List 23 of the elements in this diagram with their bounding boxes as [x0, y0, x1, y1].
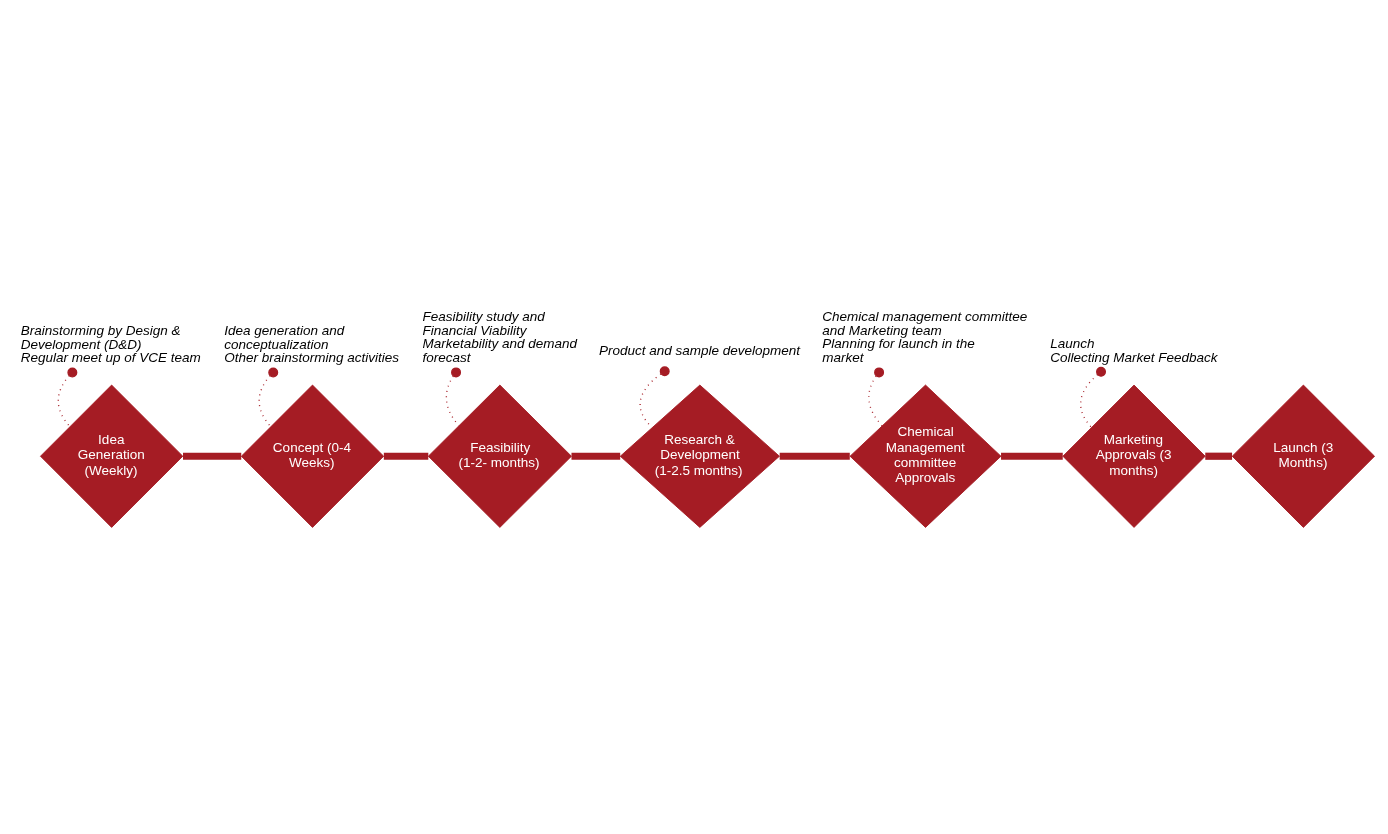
node-text: Brainstorming by Design & Development (D&D) Regular meet up of VCE team: [20, 322, 201, 365]
node-text: Launch Collecting Market Feedback: [1050, 335, 1218, 365]
node-diamond: Research & Development (1-2.5 months): [619, 384, 780, 528]
connector: [183, 452, 242, 460]
connector: [1205, 452, 1233, 460]
connector: [258, 367, 279, 427]
node-text: Idea generation and conceptualization Other brainstorming activities: [224, 322, 400, 365]
node-text: Chemical management committee and Marketing team Planning for launch in the market: [822, 308, 1028, 365]
connector: [779, 452, 850, 460]
node-diamond: Idea Generation (Weekly): [40, 384, 184, 528]
node-diamond: Feasibility (1-2- months): [427, 384, 572, 528]
node-diamond: Marketing Approvals (3 months): [1062, 384, 1206, 528]
connector: [571, 452, 621, 460]
connector: [383, 452, 429, 460]
node-diamond: Chemical Management committee Approvals: [849, 384, 1002, 528]
connector: [1080, 366, 1107, 428]
node-diamond: Launch (3 Months): [1231, 384, 1375, 528]
node-text: Feasibility study and Financial Viability Marketability and demand forecast: [422, 308, 577, 365]
node-text: Product and sample development: [598, 342, 801, 358]
connector: [57, 367, 78, 427]
connector: [868, 366, 885, 426]
node-diamond: Concept (0-4 Weeks): [240, 384, 385, 528]
connector: [1001, 452, 1063, 460]
